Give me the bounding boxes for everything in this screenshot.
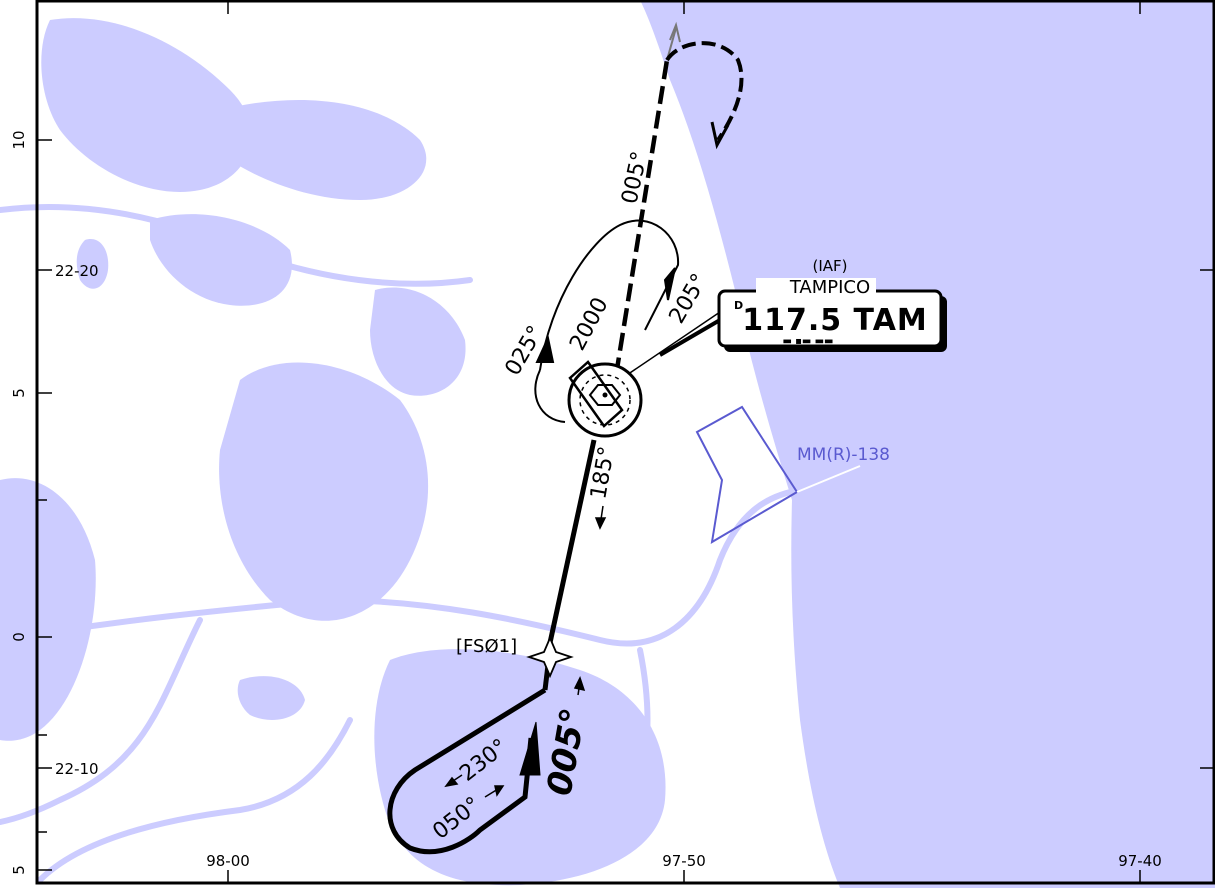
procedure-turn-arrow [519,721,541,776]
leader-thick [658,318,722,357]
vor-center [602,392,608,398]
navaid-name: TAMPICO [789,277,870,298]
lagoon-south [374,649,666,886]
fix-fs01: [FSØ1] [456,635,574,679]
lagoon-north-2 [220,100,427,200]
direction-arrows [444,505,607,798]
fix-label: [FSØ1] [456,636,517,657]
hold-racetrack [534,219,680,423]
lagoon-north-3 [150,214,292,306]
lon-label-98-00: 98-00 [206,852,250,870]
lat-label-22-10: 22-10 [55,760,99,778]
missed-track-ext [666,27,677,61]
lagoon-island-west [76,239,109,289]
lagoon-center [370,287,466,396]
missed-approach [609,21,744,401]
navaid-role: (IAF) [812,257,847,275]
vor-dme-symbol [567,360,643,438]
lon-label-97-40: 97-40 [1118,852,1162,870]
lagoon-west [219,362,429,621]
hold-altitude: 2000 [565,294,613,355]
missed-course-label: 005° [617,149,652,206]
hold-inbound-arrow [663,267,676,301]
grid-ticks [37,1,1214,883]
lat-label-5-north: 5 [10,388,28,398]
navaid-leader [614,311,722,384]
final-arrow-head [573,676,586,692]
holding-pattern [534,219,680,423]
lat-label-0: 0 [10,632,28,642]
grid-labels: 10 22-20 5 0 22-10 5 98-00 97-50 97-40 [10,130,1162,874]
lagoon-south-small [237,676,305,720]
airspace-leader [796,465,861,493]
lagoon-southwest [0,478,96,741]
inbound-final [545,439,597,653]
map-frame [35,0,1215,885]
river-tributary-3 [37,717,353,883]
missed-arrow-top [669,21,681,43]
navaid-name-bg [756,278,876,298]
rivers [0,203,803,883]
missed-track [609,59,670,401]
dme-box [568,360,624,428]
lat-label-22-20: 22-20 [55,262,99,280]
leader-thin [614,311,721,384]
navaid-box: (IAF) TAMPICO D 117.5 TAM ▬ ▪▬ ▬▬ [717,257,947,352]
navaid-frequency: 117.5 TAM [742,303,928,338]
restricted-airspace: MM(R)-138 [695,405,890,544]
procedure-turn [387,687,547,855]
lat-label-5-south: 5 [10,865,28,875]
gulf-of-mexico [640,0,1215,888]
lat-label-10: 10 [10,130,28,149]
river-tributary-4 [637,647,651,793]
lon-label-97-50: 97-50 [662,852,706,870]
missed-turn-arrow [710,121,730,150]
panuco-river [0,487,803,647]
lagoon-north [41,18,252,192]
airspace-label: MM(R)-138 [797,445,890,465]
airspace-boundary [695,405,799,544]
compass-rose-inner [579,374,631,426]
river-tributary-2 [0,203,473,287]
pt-in-arrow-head [494,785,505,797]
fix-star-icon [526,635,574,679]
river-tributary-1 [0,617,203,825]
pt-out-arrow-head [444,776,459,788]
dme-flag: D [734,299,743,312]
hold-outbound-arrow [535,334,555,363]
radial-arrow-head [594,517,607,530]
navaid-morse: ▬ ▪▬ ▬▬ [783,336,834,347]
approach-track [387,439,597,855]
missed-turn [665,41,744,142]
